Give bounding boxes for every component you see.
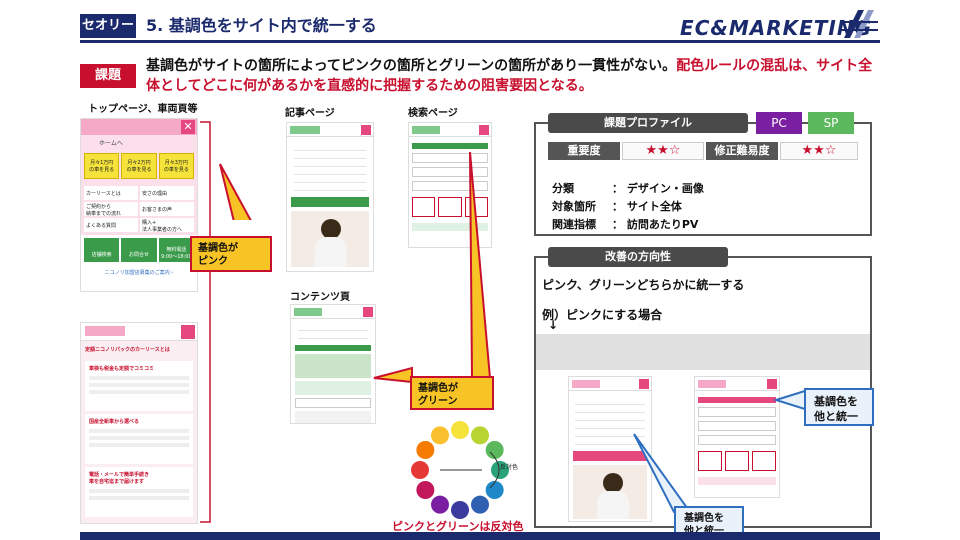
search-label: 検索ページ bbox=[408, 108, 458, 119]
bracket-line bbox=[200, 121, 211, 523]
direction-line2: 例）ピンクにする場合 bbox=[542, 308, 663, 322]
menu-corporate[interactable]: 購入+ 法人事業者の方へ bbox=[140, 218, 194, 232]
search-button[interactable] bbox=[412, 223, 488, 231]
top-bar: ✕ bbox=[81, 119, 197, 135]
page-title: 5. 基調色をサイト内で統一する bbox=[146, 16, 377, 35]
metric-key: 関連指標 bbox=[552, 218, 596, 231]
menu-car-lease[interactable]: カーリースとは bbox=[84, 186, 138, 200]
theory-tag: セオリー bbox=[80, 14, 136, 38]
top-page-phone-mock: ✕ ホームへ 月々1万円 の車を見る 月々2万円 の車を見る 月々3万円 の車を… bbox=[80, 118, 198, 292]
profile-title: 課題プロファイル bbox=[548, 113, 748, 133]
importance-stars: ★★☆ bbox=[622, 142, 704, 160]
pc-badge: PC bbox=[756, 112, 802, 134]
color-wheel-dot bbox=[416, 481, 435, 499]
color-wheel-dot bbox=[451, 501, 469, 519]
contents-phone-mock bbox=[290, 304, 376, 424]
menu-icon[interactable] bbox=[639, 379, 649, 389]
difficulty-stars: ★★☆ bbox=[780, 142, 858, 160]
issue-tag: 課題 bbox=[80, 64, 136, 88]
search-phone-mock bbox=[408, 122, 492, 248]
search-field-1[interactable] bbox=[412, 153, 488, 163]
unified-search-phone-mock bbox=[694, 376, 780, 498]
pink-callout-pointer bbox=[219, 163, 252, 220]
search-field-3[interactable] bbox=[412, 181, 488, 191]
metric-value: ： 訪問あたりPV bbox=[612, 218, 699, 231]
article-label: 記事ページ bbox=[285, 108, 335, 119]
color-wheel-dot bbox=[491, 461, 509, 479]
unified-article-phone-mock bbox=[568, 376, 652, 522]
direction-divider-band bbox=[536, 334, 870, 370]
direction-arrow: ↓ bbox=[548, 318, 559, 332]
menu-flow[interactable]: ご契約から 納車までの流れ bbox=[84, 202, 138, 216]
direction-title: 改善の方向性 bbox=[548, 247, 728, 267]
site-logo bbox=[85, 326, 125, 336]
target-key: 対象箇所 bbox=[552, 200, 596, 213]
color-wheel-dot bbox=[471, 426, 489, 445]
contact-button[interactable]: お問合せ bbox=[121, 238, 157, 262]
top-page-label: トップページ、車両頁等 bbox=[88, 104, 198, 115]
color-wheel-dot bbox=[411, 461, 429, 479]
article-cta-bar[interactable] bbox=[291, 197, 369, 207]
section-title-2: 国産全新車から選べる bbox=[89, 419, 140, 425]
color-wheel-dot bbox=[471, 495, 489, 514]
contents-label: コンテンツ頁 bbox=[290, 292, 350, 303]
importance-label: 重要度 bbox=[548, 142, 620, 160]
section-title-3: 電話・メールで簡単手続き 車を自宅迄まで届けます bbox=[89, 472, 150, 485]
green-callout-pointers bbox=[373, 151, 492, 384]
section-title-1: 車検も税金も定額でコミコミ bbox=[89, 366, 155, 372]
menu-icon[interactable] bbox=[479, 125, 489, 135]
price-3man-button[interactable]: 月々3万円 の車を見る bbox=[158, 153, 194, 179]
menu-icon[interactable] bbox=[181, 325, 195, 339]
menu-icon[interactable] bbox=[363, 307, 373, 317]
difficulty-label: 修正難易度 bbox=[706, 142, 778, 160]
green-callout: 基調色が グリーン bbox=[410, 376, 494, 410]
opposite-color-note: 反対色 bbox=[500, 464, 519, 471]
category-value: ： デザイン・画像 bbox=[612, 182, 704, 195]
menu-faq[interactable]: よくある質問 bbox=[84, 218, 138, 232]
menu-cheap-reason[interactable]: 安さの理由 bbox=[140, 186, 194, 200]
price-2man-button[interactable]: 月々2万円 の車を見る bbox=[121, 153, 157, 179]
blue-callout-top: 基調色を 他と統一 bbox=[804, 388, 874, 426]
category-key: 分類 bbox=[552, 182, 574, 195]
home-link[interactable]: ホームへ bbox=[81, 135, 197, 149]
issue-text-black: 基調色がサイトの箇所によってピンクの箇所とグリーンの箇所があり一貫性がない。 bbox=[146, 58, 677, 74]
article-photo bbox=[291, 211, 369, 267]
free-call-button[interactable]: 無料電話 9:00～18:00 bbox=[158, 238, 194, 262]
target-value: ： サイト全体 bbox=[612, 200, 682, 213]
color-wheel-caption: ピンクとグリーンは反対色 bbox=[392, 520, 524, 533]
logo-mark-icon bbox=[840, 10, 878, 38]
search-field-2[interactable] bbox=[412, 167, 488, 177]
color-wheel-dot bbox=[416, 441, 435, 459]
color-wheel-dot bbox=[431, 495, 449, 514]
footer-rule bbox=[80, 532, 880, 540]
color-wheel-dot bbox=[485, 441, 504, 459]
pink-callout: 基調色が ピンク bbox=[190, 236, 272, 272]
menu-icon[interactable] bbox=[767, 379, 777, 389]
brand-logo: EC&MARKETING bbox=[680, 16, 872, 40]
lease-heading: 定額ニコノリパックのカーリースとは bbox=[85, 347, 170, 353]
price-1man-button[interactable]: 月々1万円 の車を見る bbox=[84, 153, 120, 179]
color-wheel-dot bbox=[451, 421, 469, 439]
menu-icon[interactable] bbox=[361, 125, 371, 135]
color-wheel-dot bbox=[431, 426, 449, 445]
dealer-recruit-link[interactable]: ニコノリ加盟店募集のご案内 › bbox=[104, 270, 174, 276]
issue-text: 基調色がサイトの箇所によってピンクの箇所とグリーンの箇所があり一貫性がない。配色… bbox=[146, 56, 876, 96]
unified-cta-bar[interactable] bbox=[573, 451, 647, 461]
sp-badge: SP bbox=[808, 112, 854, 134]
issue-text-red: 配色ルールの混乱は、サイト全体としてどこに何があるかを直感的に把握するための阻害… bbox=[146, 58, 873, 94]
direction-line1: ピンク、グリーンどちらかに統一する bbox=[542, 278, 745, 292]
lease-page-phone-mock: 定額ニコノリパックのカーリースとは 車検も税金も定額でコミコミ 国産全新車から選… bbox=[80, 322, 198, 524]
issue-profile-box bbox=[534, 122, 872, 236]
menu-voice[interactable]: お客さまの声 bbox=[140, 202, 194, 216]
close-icon[interactable]: ✕ bbox=[181, 120, 195, 134]
color-wheel-dot bbox=[485, 481, 504, 499]
color-wheel-diagram bbox=[411, 421, 509, 519]
header-rule bbox=[80, 40, 880, 43]
article-phone-mock bbox=[286, 122, 374, 272]
store-search-button[interactable]: 店舗検索 bbox=[84, 238, 120, 262]
